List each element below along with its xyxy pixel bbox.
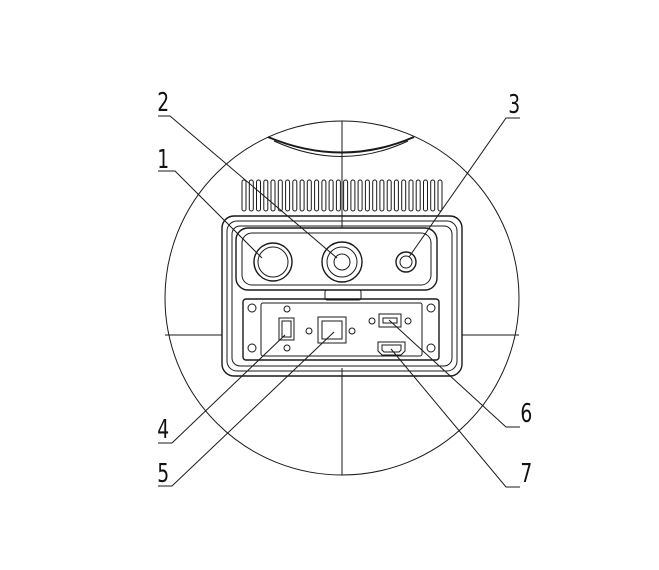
- vent-slot: [357, 179, 363, 212]
- callout-6: 6: [520, 399, 532, 429]
- vent-slot: [364, 179, 370, 212]
- leader-7: [390, 348, 520, 488]
- callout-7: 7: [520, 459, 532, 489]
- vent-slot: [437, 179, 443, 212]
- vent-slot: [306, 179, 312, 212]
- vent-slot: [379, 179, 385, 212]
- leader-3: [408, 117, 520, 258]
- vent-slot: [386, 179, 392, 212]
- top-arc: [267, 136, 415, 157]
- leader-5: [158, 331, 335, 487]
- lens-2: [321, 241, 363, 283]
- vent-slot: [372, 179, 378, 212]
- vent-slot: [350, 179, 356, 212]
- vent-slot: [335, 179, 341, 212]
- vent-slot: [270, 179, 276, 212]
- callout-1: 1: [157, 145, 169, 175]
- vent-slot: [328, 179, 334, 212]
- vent-slot: [285, 179, 291, 212]
- center-lines: [165, 121, 519, 475]
- vent-slot: [415, 179, 421, 212]
- vent-slot: [314, 179, 320, 212]
- vent-slot: [423, 179, 428, 212]
- callout-2: 2: [157, 88, 169, 118]
- display-port-7: [377, 341, 406, 356]
- callout-4: 4: [157, 415, 169, 445]
- leader-6: [388, 319, 520, 428]
- leader-4: [158, 334, 286, 444]
- corner-screws: [247, 303, 436, 353]
- vent-slot: [430, 179, 436, 212]
- vent-slot: [248, 179, 254, 212]
- leader-lines: [158, 115, 520, 488]
- vent-slot: [263, 179, 269, 212]
- callout-3: 3: [508, 90, 520, 120]
- vent-slot: [241, 179, 247, 212]
- lens-1: [253, 242, 293, 282]
- vent-slot: [393, 179, 399, 212]
- leader-1: [158, 170, 263, 259]
- callout-labels: 1 2 3 4 5 6 7: [157, 88, 532, 489]
- leader-2: [158, 115, 338, 259]
- switch-port-4: [278, 305, 295, 352]
- usb-port-6: [368, 313, 412, 328]
- vent-slot: [256, 179, 261, 212]
- callout-5: 5: [157, 459, 169, 489]
- vent-slot: [321, 179, 327, 212]
- port-panel: [242, 298, 440, 361]
- latch-tab: [324, 289, 362, 301]
- vent-slot: [401, 179, 407, 212]
- vent-slot: [299, 179, 305, 212]
- vent-slot: [277, 179, 283, 212]
- connector-port-5: [305, 316, 356, 344]
- lens-3: [395, 251, 417, 273]
- vent-slot: [408, 179, 414, 212]
- vent-slots: [241, 179, 443, 212]
- panel-body: [221, 215, 463, 377]
- vent-slot: [343, 179, 349, 212]
- vent-slot: [292, 179, 298, 212]
